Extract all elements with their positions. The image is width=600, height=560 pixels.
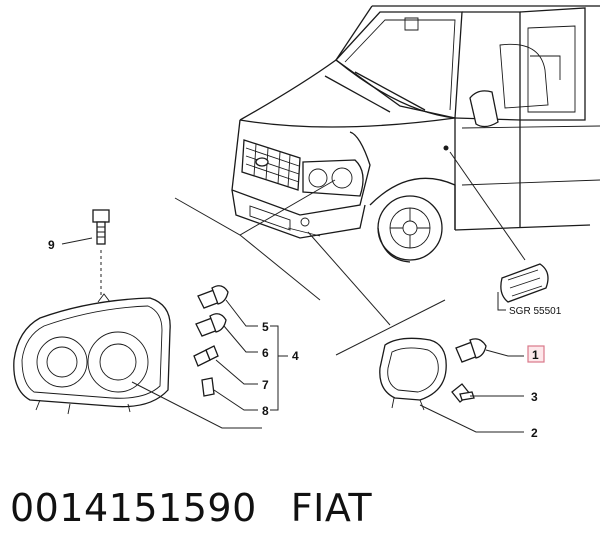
- part-number: 0014151590: [10, 486, 257, 530]
- van-illustration: [231, 5, 600, 263]
- headlamp-assembly: [13, 293, 171, 415]
- callout-7[interactable]: 7: [262, 378, 269, 392]
- leader-lines: [174, 151, 526, 356]
- part-caption: 0014151590 FIAT: [10, 486, 372, 536]
- callout-6[interactable]: 6: [262, 346, 269, 360]
- callout-1-highlight-box: [527, 345, 545, 363]
- exploded-parts-diagram: 1 2 3 4 5 6 7 8 9 SGR 55501: [13, 5, 600, 440]
- fog-lamp-assembly: [379, 337, 524, 433]
- bulb-part-1: [455, 338, 524, 363]
- callout-8[interactable]: 8: [262, 404, 269, 418]
- callout-5[interactable]: 5: [262, 320, 269, 334]
- callout-3[interactable]: 3: [531, 390, 538, 404]
- bulb-part-6: [195, 313, 227, 337]
- bulb-part-7: [193, 345, 219, 367]
- screw-part-3: [451, 383, 524, 403]
- callout-2[interactable]: 2: [531, 426, 538, 440]
- side-repeater-reference: [497, 263, 549, 311]
- callout-9[interactable]: 9: [48, 238, 55, 252]
- bulb-part-5: [197, 285, 229, 309]
- callout-labels: 1 2 3 4 5 6 7 8 9 SGR 55501: [48, 238, 562, 440]
- callout-1[interactable]: 1: [532, 348, 539, 362]
- bolt-part-9: [61, 209, 110, 296]
- brand-name: FIAT: [290, 486, 373, 530]
- bulbs-group: [131, 285, 288, 429]
- bulb-part-8: [201, 377, 215, 397]
- reference-label: SGR 55501: [509, 306, 562, 317]
- callout-4[interactable]: 4: [292, 349, 299, 363]
